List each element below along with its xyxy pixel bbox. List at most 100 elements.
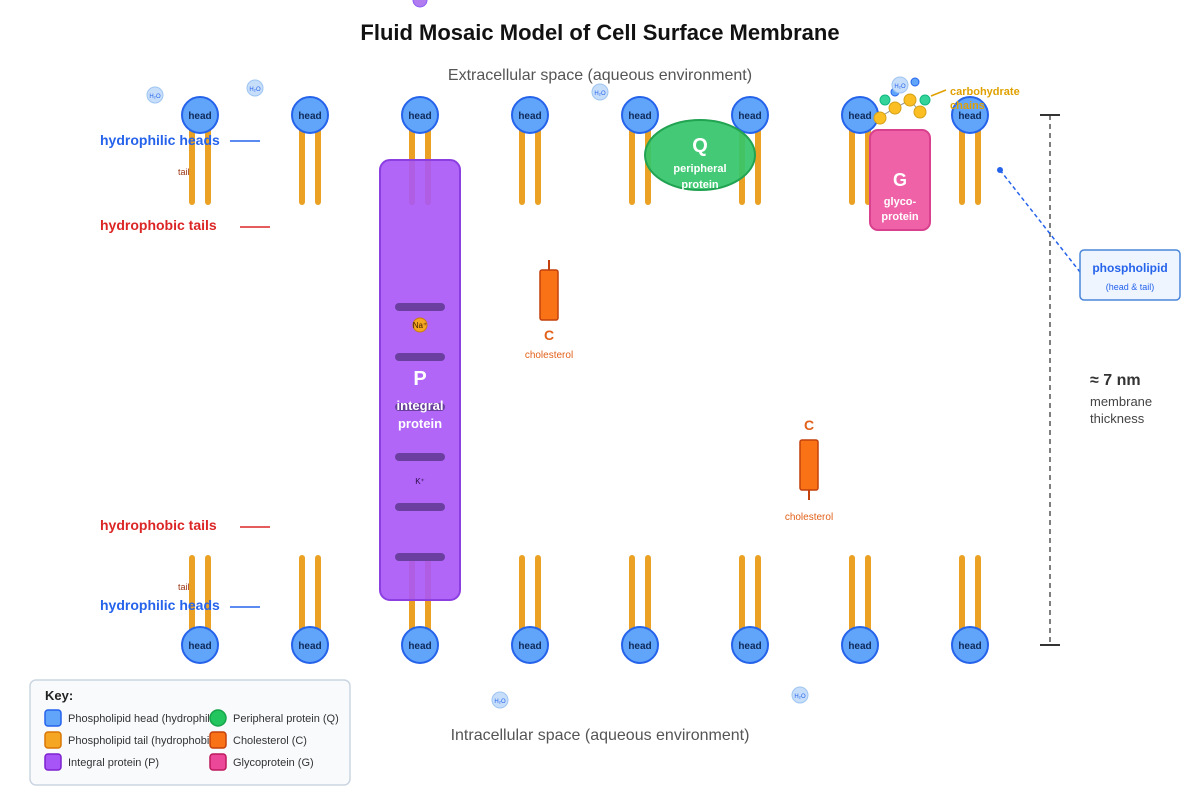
legend-item: Phospholipid head (hydrophilic) bbox=[44, 709, 221, 727]
legend-item: Phospholipid tail (hydrophobic) bbox=[44, 731, 218, 749]
potassium-ion-label: K⁺ bbox=[415, 477, 425, 486]
sugar-unit bbox=[879, 94, 891, 106]
channel-bar bbox=[395, 353, 445, 361]
sodium-ion bbox=[412, 317, 428, 333]
peripheral-protein-label-1: peripheral bbox=[673, 163, 726, 175]
phospholipid-head: head bbox=[181, 626, 219, 664]
sugar-unit bbox=[910, 77, 920, 87]
legend-swatch bbox=[209, 709, 227, 727]
head-label: head bbox=[738, 641, 761, 652]
cholesterol-upper: C cholesterol bbox=[525, 260, 573, 361]
head-label: head bbox=[408, 641, 431, 652]
legend-swatch bbox=[44, 753, 62, 771]
water-molecule: H₂O bbox=[891, 76, 909, 94]
channel-bar bbox=[395, 503, 445, 511]
thickness-value: ≈ 7 nm bbox=[1090, 372, 1141, 389]
peripheral-protein: Q peripheral protein bbox=[644, 119, 756, 191]
channel-bar bbox=[395, 303, 445, 311]
sugar-unit bbox=[903, 93, 917, 107]
legend-label: Integral protein (P) bbox=[68, 757, 159, 769]
top-layer-tails bbox=[189, 125, 981, 205]
phospholipid-head: head bbox=[951, 96, 989, 134]
carbohydrate-label-1: carbohydrate bbox=[950, 86, 1020, 98]
diagram-title: Fluid Mosaic Model of Cell Surface Membr… bbox=[360, 20, 839, 45]
phospholipid-head: head bbox=[621, 626, 659, 664]
water-molecule: H₂O bbox=[491, 691, 509, 709]
carbohydrate-label-2: chains bbox=[950, 100, 985, 112]
water-molecules: H₂OH₂OH₂OH₂OH₂OH₂OH₂O bbox=[146, 76, 909, 709]
phospholipid-callout: phospholipid (head & tail) bbox=[997, 167, 1181, 301]
sugar-unit bbox=[913, 105, 927, 119]
phospholipid-head: head bbox=[401, 626, 439, 664]
phospholipid-head: head bbox=[181, 96, 219, 134]
sugar-unit bbox=[873, 111, 887, 125]
thickness-label-2: thickness bbox=[1090, 411, 1145, 426]
legend-label: Cholesterol (C) bbox=[233, 735, 307, 747]
glycoprotein-label-1: glyco- bbox=[884, 196, 917, 208]
head-label: head bbox=[958, 111, 981, 122]
extracellular-label: Extracellular space (aqueous environment… bbox=[448, 67, 752, 84]
glycoprotein: G glyco- protein bbox=[869, 129, 931, 231]
head-label: head bbox=[628, 641, 651, 652]
cholesterol-lower-letter: C bbox=[804, 417, 814, 433]
legend-label: Phospholipid head (hydrophilic) bbox=[68, 713, 221, 725]
glycoprotein-label-2: protein bbox=[881, 211, 919, 223]
top-layer-heads: head head head head head head head head bbox=[181, 96, 989, 134]
side-labels: hydrophilic heads tail hydrophobic tails… bbox=[100, 132, 270, 613]
glycoprotein-letter: G bbox=[893, 170, 907, 190]
intracellular-label: Intracellular space (aqueous environment… bbox=[451, 727, 750, 744]
legend-label: Phospholipid tail (hydrophobic) bbox=[68, 735, 218, 747]
legend-label: Glycoprotein (G) bbox=[233, 757, 314, 769]
head-label: head bbox=[848, 111, 871, 122]
callout-subtitle: (head & tail) bbox=[1106, 282, 1155, 292]
head-label: head bbox=[188, 111, 211, 122]
phospholipid-head: head bbox=[291, 96, 329, 134]
integral-protein: Na⁺ K⁺ P integral protein bbox=[379, 159, 461, 601]
sugar-unit bbox=[888, 101, 902, 115]
carbohydrate-chains: carbohydrate chains bbox=[873, 77, 1020, 125]
water-molecule: H₂O bbox=[246, 79, 264, 97]
peripheral-protein-letter: Q bbox=[692, 135, 708, 157]
cholesterol-upper-letter: C bbox=[544, 327, 554, 343]
phospholipid-head: head bbox=[621, 96, 659, 134]
channel-bar bbox=[395, 553, 445, 561]
water-molecule: H₂O bbox=[591, 83, 609, 101]
legend-label: Peripheral protein (Q) bbox=[233, 713, 339, 725]
water-molecule: H₂O bbox=[791, 686, 809, 704]
legend-swatch bbox=[44, 731, 62, 749]
channel-bar bbox=[395, 453, 445, 461]
legend-title: Key: bbox=[45, 688, 73, 703]
water-label: H₂O bbox=[494, 699, 506, 705]
phospholipid-head: head bbox=[291, 626, 329, 664]
head-label: head bbox=[958, 641, 981, 652]
head-label: head bbox=[518, 641, 541, 652]
thickness-label-1: membrane bbox=[1090, 394, 1152, 409]
legend-box bbox=[29, 679, 351, 786]
legend-swatch bbox=[209, 753, 227, 771]
water-label: H₂O bbox=[249, 87, 261, 93]
phospholipid-head: head bbox=[511, 626, 549, 664]
glycoprotein-body bbox=[869, 129, 931, 231]
phospholipid-head: head bbox=[511, 96, 549, 134]
peripheral-protein-body bbox=[644, 119, 756, 191]
bottom-layer-tails bbox=[189, 555, 981, 635]
head-label: head bbox=[738, 111, 761, 122]
cholesterol-lower-body bbox=[799, 439, 819, 491]
head-label: head bbox=[848, 641, 871, 652]
callout-box bbox=[1079, 249, 1181, 301]
water-label: H₂O bbox=[794, 694, 806, 700]
top-edge-molecule bbox=[412, 0, 428, 8]
phospholipid-head: head bbox=[401, 96, 439, 134]
callout-title: phospholipid bbox=[1092, 261, 1167, 275]
label-hydrophobic-tails-bottom: hydrophobic tails bbox=[100, 517, 217, 533]
water-label: H₂O bbox=[894, 84, 906, 90]
cholesterol-upper-body bbox=[539, 269, 559, 321]
water-label: H₂O bbox=[594, 91, 606, 97]
cholesterol-lower-label: cholesterol bbox=[785, 512, 833, 523]
label-hydrophilic-heads-top: hydrophilic heads bbox=[100, 132, 220, 148]
head-label: head bbox=[298, 111, 321, 122]
phospholipid-head: head bbox=[841, 96, 879, 134]
label-hydrophilic-heads-bottom: hydrophilic heads bbox=[100, 597, 220, 613]
bottom-layer-heads: head head head head head head head head bbox=[181, 626, 989, 664]
